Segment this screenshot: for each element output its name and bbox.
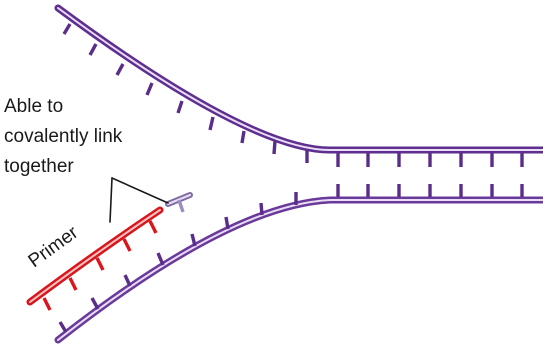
annotation-label: Able to covalently link together	[4, 96, 123, 177]
annotation-line-1: Able to	[4, 96, 63, 117]
incoming-nucleotide	[165, 192, 193, 213]
primer-label: Primer	[25, 222, 83, 272]
upper-parental-strand	[54, 4, 543, 154]
annotation-line-3: together	[4, 156, 74, 177]
primer-bases	[42, 220, 158, 311]
annotation-line-2: covalently link	[4, 126, 123, 147]
lower-strand-bases	[58, 184, 524, 333]
lower-template-strand	[54, 196, 543, 344]
annotation-callout-lines	[109, 177, 169, 223]
primer-strand	[26, 206, 164, 306]
upper-strand-bases	[62, 23, 524, 167]
